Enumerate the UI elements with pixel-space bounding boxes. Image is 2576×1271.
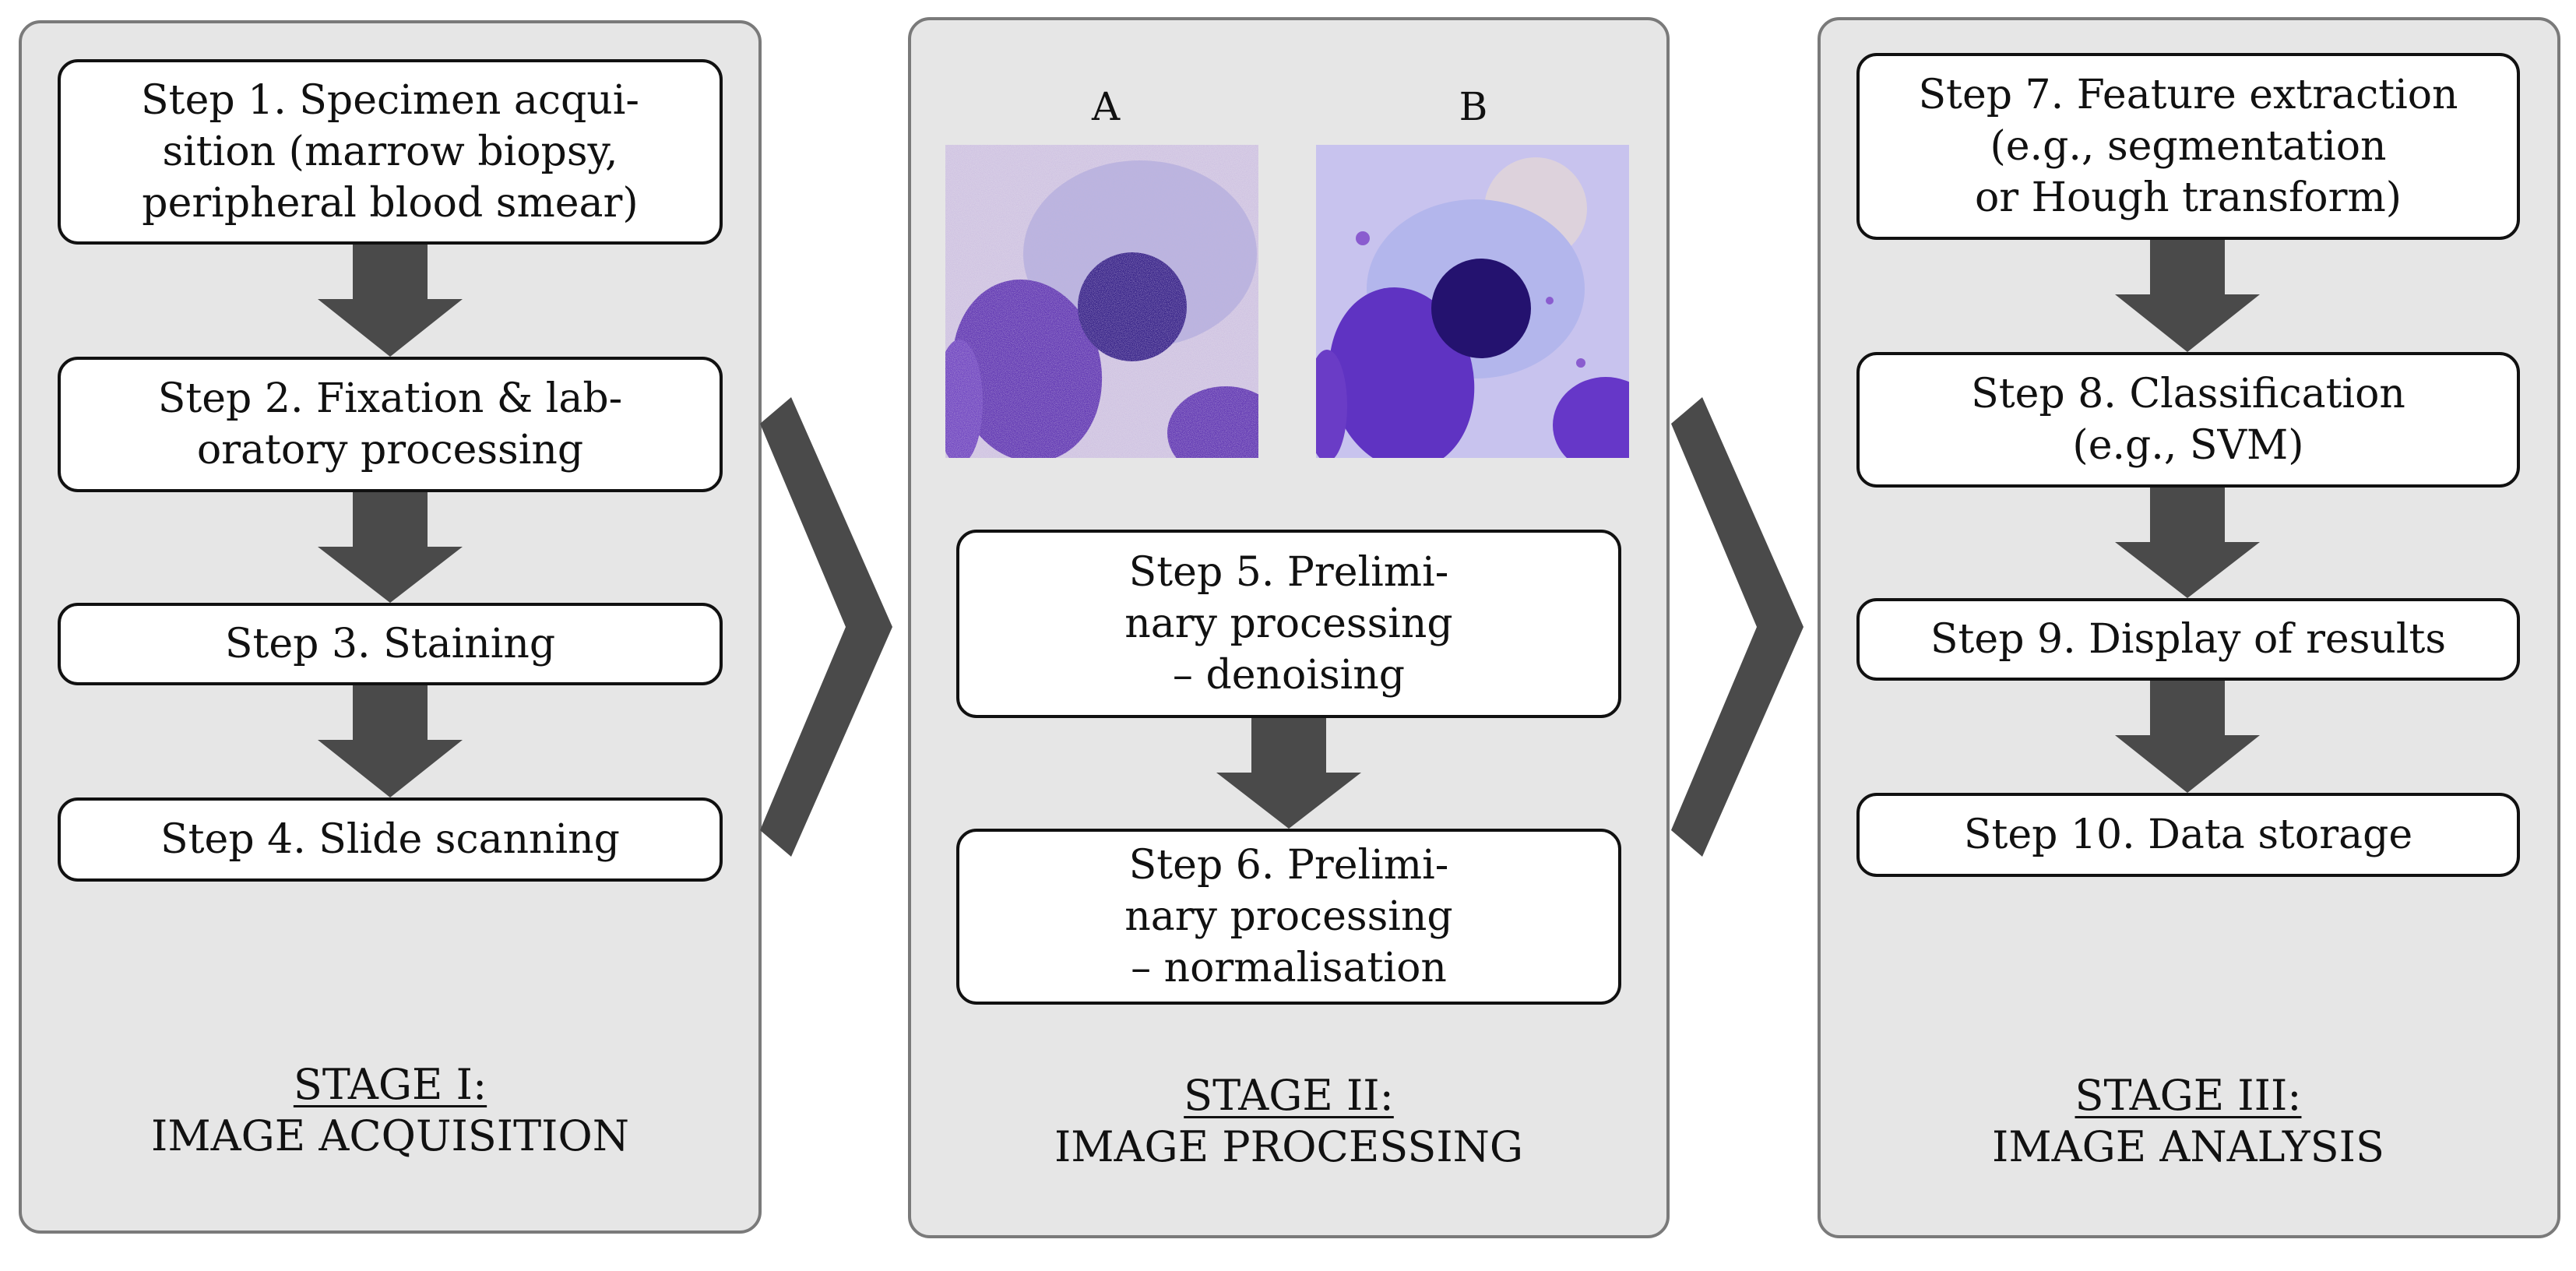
step-8-text: Step 8. Classification (e.g., SVM) (1971, 371, 2405, 469)
step-9-text: Step 9. Display of results (1930, 616, 2447, 663)
step-5-box: Step 5. Prelimi- nary processing – denoi… (956, 530, 1621, 718)
step-6-box: Step 6. Prelimi- nary processing – norma… (956, 829, 1621, 1005)
arrow-step9-to-step10 (2115, 681, 2260, 793)
micrograph-noisy-image (945, 145, 1258, 458)
step-10-box: Step 10. Data storage (1856, 793, 2520, 877)
step-6-text: Step 6. Prelimi- nary processing – norma… (1124, 842, 1453, 991)
chevron-stage2-to-stage3 (1671, 397, 1804, 857)
arrow-step8-to-step9 (2115, 488, 2260, 598)
image-b-label: B (1459, 84, 1488, 129)
stage-2-title: STAGE II: (1184, 1071, 1394, 1120)
arrow-step5-to-step6 (1216, 718, 1361, 829)
arrow-step1-to-step2 (318, 245, 463, 357)
stage-3-title: STAGE III: (2075, 1071, 2302, 1120)
step-8-box: Step 8. Classification (e.g., SVM) (1856, 352, 2520, 488)
stage-2-label: STAGE II: IMAGE PROCESSING (956, 1070, 1621, 1173)
step-1-box: Step 1. Specimen acqui- sition (marrow b… (58, 59, 723, 245)
arrow-step7-to-step8 (2115, 240, 2260, 352)
image-a-label: A (1091, 84, 1121, 129)
step-9-box: Step 9. Display of results (1856, 598, 2520, 681)
stage-3-label: STAGE III: IMAGE ANALYSIS (1856, 1070, 2520, 1173)
stage-1-title: STAGE I: (293, 1060, 487, 1109)
stage-3-subtitle: IMAGE ANALYSIS (1992, 1122, 2384, 1171)
step-3-box: Step 3. Staining (58, 603, 723, 685)
step-4-box: Step 4. Slide scanning (58, 797, 723, 882)
step-2-box: Step 2. Fixation & lab- oratory processi… (58, 357, 723, 492)
step-2-text: Step 2. Fixation & lab- oratory processi… (157, 375, 623, 474)
micrograph-denoised-image (1316, 145, 1629, 458)
step-3-text: Step 3. Staining (224, 621, 556, 667)
arrow-step2-to-step3 (318, 492, 463, 603)
step-7-text: Step 7. Feature extraction (e.g., segmen… (1918, 72, 2458, 221)
step-4-text: Step 4. Slide scanning (160, 816, 620, 863)
step-5-text: Step 5. Prelimi- nary processing – denoi… (1124, 549, 1453, 699)
step-10-text: Step 10. Data storage (1963, 812, 2413, 858)
stage-2-subtitle: IMAGE PROCESSING (1054, 1122, 1524, 1171)
arrow-step3-to-step4 (318, 685, 463, 797)
chevron-stage1-to-stage2 (760, 397, 892, 857)
stage-1-subtitle: IMAGE ACQUISITION (151, 1111, 629, 1160)
step-1-text: Step 1. Specimen acqui- sition (marrow b… (141, 77, 639, 227)
step-7-box: Step 7. Feature extraction (e.g., segmen… (1856, 53, 2520, 240)
stage-1-label: STAGE I: IMAGE ACQUISITION (58, 1059, 723, 1162)
